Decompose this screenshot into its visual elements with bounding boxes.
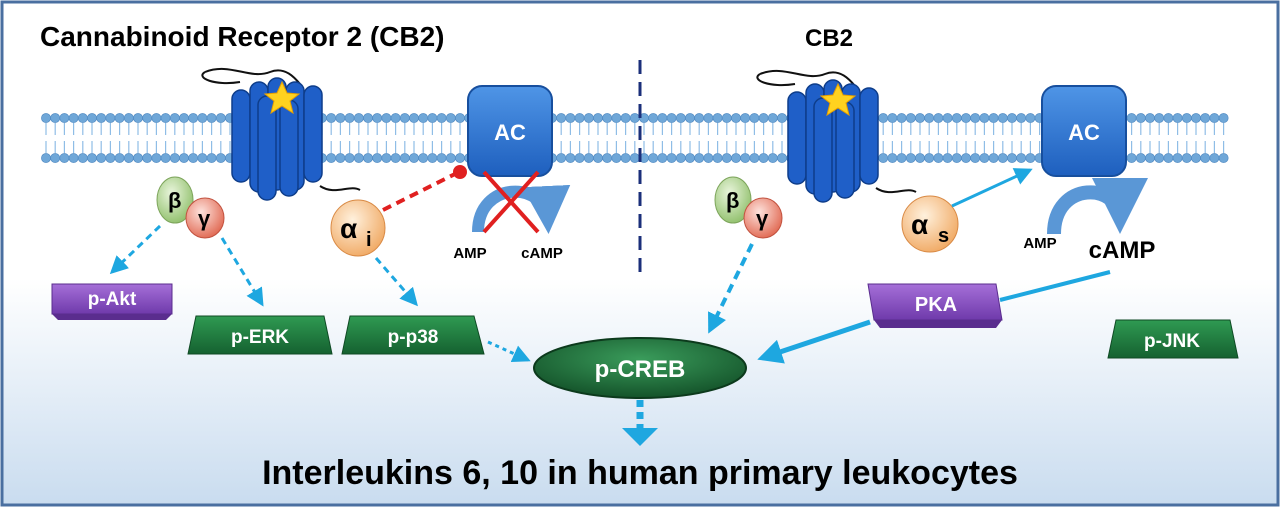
line-camp-to-pka [999, 270, 1111, 302]
g-beta-right-label: β [726, 188, 739, 213]
amp-label-right: AMP [1023, 235, 1056, 252]
diagram-title: Cannabinoid Receptor 2 (CB2) [40, 21, 444, 52]
p-creb-node [533, 337, 747, 399]
p-akt-box: p-Akt [51, 283, 173, 320]
inhibition-line [382, 172, 456, 212]
p-erk-box: p-ERK [187, 315, 333, 355]
g-beta-right [714, 176, 752, 224]
arrow-to-p-p38 [374, 257, 418, 307]
adenylyl-cyclase-right [1041, 85, 1127, 177]
pka-box: PKA [867, 283, 1003, 328]
g-gamma-left [185, 197, 225, 239]
adenylyl-cyclase-left-label: AC [494, 120, 526, 145]
amp-conversion-arrow-right [1047, 177, 1148, 235]
amp-label-left: AMP [453, 245, 486, 262]
p-p38-box: p-p38 [341, 315, 485, 355]
adenylyl-cyclase-left [467, 85, 553, 177]
p-p38-label: p-p38 [388, 327, 439, 348]
g-alpha-s-subscript: s [938, 225, 949, 247]
g-alpha-s [901, 195, 959, 253]
g-alpha-i-subscript: i [366, 229, 372, 251]
cb2-receptor-right [756, 69, 917, 203]
arrow-creb-to-output-head [622, 428, 658, 446]
camp-label-left: cAMP [521, 245, 563, 262]
arrow-pka-to-creb [757, 319, 871, 364]
g-beta-left [156, 176, 194, 224]
right-receptor-label: CB2 [805, 25, 853, 52]
p-jnk-label: p-JNK [1144, 331, 1200, 352]
arrow-betagamma-to-creb [708, 243, 754, 334]
p-creb-label: p-CREB [595, 356, 686, 383]
amp-conversion-arrow-left [472, 184, 571, 234]
g-beta-left-label: β [168, 188, 181, 213]
pka-label: PKA [915, 294, 957, 316]
g-alpha-s-label: α [911, 209, 928, 240]
adenylyl-cyclase-right-label: AC [1068, 120, 1100, 145]
g-alpha-i-label: α [340, 213, 357, 244]
inhibition-endpoint [453, 165, 467, 179]
camp-label-right: cAMP [1089, 237, 1156, 264]
p-akt-label: p-Akt [88, 289, 137, 310]
g-alpha-i [330, 199, 386, 257]
cb2-receptor-left [201, 67, 361, 201]
blocked-cross [482, 170, 540, 234]
output-caption: Interleukins 6, 10 in human primary leuk… [262, 454, 1018, 492]
arrow-alpha-s-to-ac [951, 168, 1033, 208]
g-gamma-right-label: γ [756, 206, 769, 231]
g-gamma-right [743, 197, 783, 239]
arrow-to-p-erk [220, 237, 264, 307]
p-erk-label: p-ERK [231, 327, 289, 348]
p-jnk-box: p-JNK [1107, 319, 1239, 359]
g-gamma-left-label: γ [198, 206, 211, 231]
